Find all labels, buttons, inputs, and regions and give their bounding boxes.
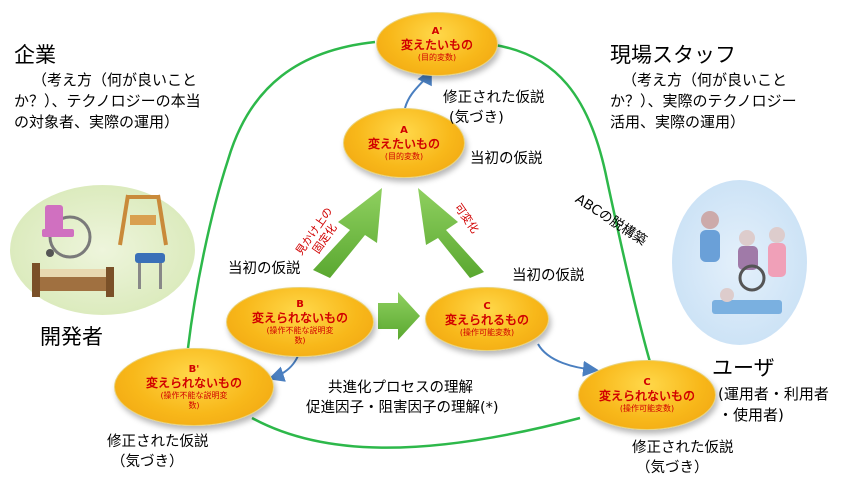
label-line: 修正された仮説 xyxy=(632,440,734,456)
node-sub: 数) xyxy=(294,335,306,345)
user-role-desc: (運用者・利用者 ・使用者) xyxy=(718,384,829,426)
node-code: A' xyxy=(431,25,443,37)
node-title: 変えられないもの xyxy=(598,388,695,403)
node-sub: (目的変数) xyxy=(384,151,424,161)
node-title: 変えられないもの xyxy=(145,375,242,390)
equipment-icons xyxy=(32,194,168,297)
label-line: （気づき） xyxy=(111,454,184,470)
center-caption: 共進化プロセスの理解 促進因子・阻害因子の理解(*) xyxy=(306,378,499,418)
care-bed-icon xyxy=(32,263,114,297)
patient-bed-icon xyxy=(712,288,782,314)
node-title: 変えたいもの xyxy=(400,37,473,52)
shower-chair-icon xyxy=(135,253,165,289)
node-code: A xyxy=(400,124,408,136)
node-code: B xyxy=(296,298,304,310)
node-sub: (操作不能な説明変 xyxy=(266,325,334,335)
label-line: 修正された仮説 xyxy=(107,434,209,450)
medical-equipment-illustrations xyxy=(10,185,195,315)
node-title: 変えられるもの xyxy=(444,312,529,327)
node-b-prime: B' 変えられないもの (操作不能な説明変 数) xyxy=(114,348,274,426)
right-desc-line: （考え方（何が良いこと xyxy=(622,71,788,89)
node-sub: (操作不能な説明変 xyxy=(160,390,228,400)
arrow-c-to-a xyxy=(418,188,484,278)
node-a-prime: A' 変えたいもの (目的変数) xyxy=(376,12,498,76)
wheelchair-icon xyxy=(42,205,92,259)
label-line: (気づき) xyxy=(449,110,504,126)
node-code: C xyxy=(643,376,651,388)
node-code: C xyxy=(483,300,491,312)
caregivers-icons xyxy=(700,211,786,314)
left-desc-line: の対象者、実際の運用） xyxy=(14,113,180,131)
node-b: B 変えられないもの (操作不能な説明変 数) xyxy=(226,287,374,357)
cycle-line-right xyxy=(494,43,652,363)
revised-hypothesis-right: 修正された仮説 （気づき） xyxy=(632,438,734,478)
node-c: C 変えられるもの (操作可能変数) xyxy=(425,287,549,351)
left-desc-line: か？）、テクノロジーの本当 xyxy=(14,92,201,110)
developer-label: 開発者 xyxy=(40,325,103,349)
label-line: （気づき） xyxy=(636,460,709,476)
right-stakeholder-title: 現場スタッフ xyxy=(610,43,736,67)
node-sub: (目的変数) xyxy=(417,52,457,62)
node-title: 変えたいもの xyxy=(367,136,440,151)
revised-hypothesis-left: 修正された仮説 （気づき） xyxy=(107,432,209,472)
right-stakeholder-desc: （考え方（何が良いこと か？）、実際のテクノロジー 活用、実際の運用） xyxy=(610,70,797,133)
user-role-line: (運用者・利用者 xyxy=(718,385,829,403)
right-desc-line: 活用、実際の運用） xyxy=(610,113,746,131)
initial-hypothesis-c: 当初の仮説 xyxy=(512,268,585,284)
node-c-prime: C 変えられないもの (操作可能変数) xyxy=(578,360,716,430)
node-title: 変えられないもの xyxy=(251,310,348,325)
cycle-line-left xyxy=(186,40,376,349)
caregivers-illustration xyxy=(672,180,807,345)
label-line: 修正された仮説 xyxy=(443,90,545,106)
initial-hypothesis-b: 当初の仮説 xyxy=(228,261,301,277)
node-code: B' xyxy=(188,363,200,375)
node-a: A 変えたいもの (目的変数) xyxy=(343,108,465,178)
arrow-a-to-aprime xyxy=(404,68,432,109)
caregiver-icon xyxy=(700,211,720,262)
walker-icon xyxy=(118,194,168,246)
user-role-line: ・使用者) xyxy=(718,406,784,424)
node-sub: 数) xyxy=(188,400,200,410)
node-sub: (操作可能変数) xyxy=(619,403,675,413)
right-desc-line: か？）、実際のテクノロジー xyxy=(610,92,797,110)
wheelchair-user-icon xyxy=(738,230,766,292)
cycle-line-bottom xyxy=(251,416,581,449)
arrow-c-to-cprime xyxy=(537,343,599,377)
node-sub: (操作可能変数) xyxy=(459,327,515,337)
left-stakeholder-desc: （考え方（何が良いこと か？）、テクノロジーの本当 の対象者、実際の運用） xyxy=(14,70,201,133)
nurse-icon xyxy=(768,227,786,277)
revised-hypothesis-top: 修正された仮説 (気づき) xyxy=(443,88,545,128)
arrow-b-to-c xyxy=(378,292,420,340)
left-stakeholder-title: 企業 xyxy=(14,43,56,67)
arrow-b-to-a xyxy=(313,188,382,278)
center-line: 促進因子・阻害因子の理解(*) xyxy=(306,400,499,416)
left-desc-line: （考え方（何が良いこと xyxy=(32,71,198,89)
center-line: 共進化プロセスの理解 xyxy=(328,380,473,396)
user-label: ユーザ xyxy=(712,356,775,380)
initial-hypothesis-a: 当初の仮説 xyxy=(470,151,543,167)
